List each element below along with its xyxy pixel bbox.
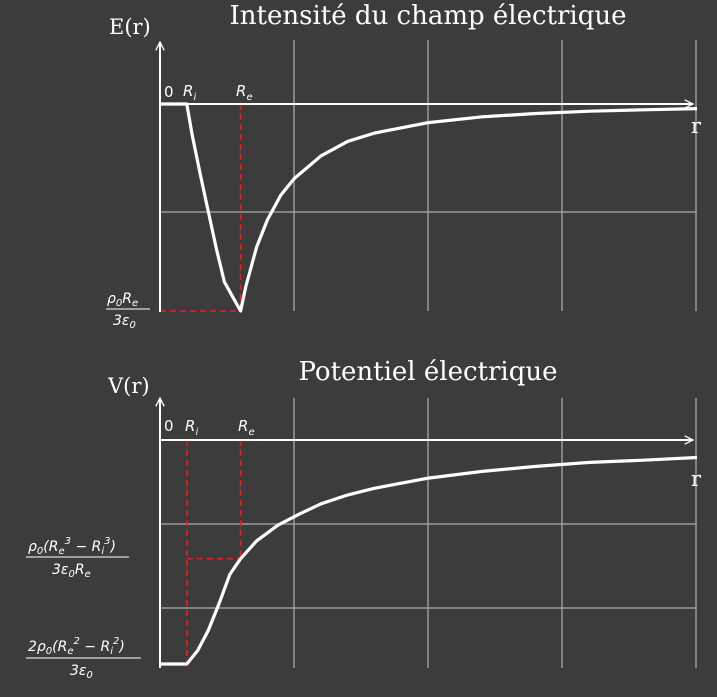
potential-guides [186,440,242,664]
field-x-tick-0: 0 [164,83,174,101]
field-x-label: r [691,114,702,138]
potential-curve [160,455,698,666]
potential-chart: Potentiel électrique V(r) r 0 Ri Re ρ0(R… [26,357,702,681]
svg-text:3ε0: 3ε0 [70,663,93,681]
potential-x-label: r [691,467,702,491]
potential-y-tick-min: 2ρ0(Re2 − Ri2) 3ε0 [26,636,141,681]
potential-title: Potentiel électrique [298,357,557,387]
field-guides [160,104,242,312]
field-x-tick-re: Re [236,82,253,103]
field-y-label: E(r) [109,15,151,39]
field-grid [160,40,697,311]
potential-grid [160,398,697,668]
potential-x-tick-ri: Ri [185,417,198,438]
field-title: Intensité du champ électrique [230,1,627,31]
svg-text:2ρ0(Re2 − Ri2): 2ρ0(Re2 − Ri2) [28,636,125,657]
field-y-tick-min: ρ0Re 3ε0 [106,291,150,331]
svg-text:3ε0Re: 3ε0Re [52,562,91,580]
field-chart: Intensité du champ électrique E(r) r 0 R… [106,1,702,331]
svg-text:ρ0Re: ρ0Re [107,291,138,309]
potential-x-tick-re: Re [238,417,255,438]
svg-text:ρ0(Re3 − Ri3): ρ0(Re3 − Ri3) [28,536,116,557]
potential-y-tick-mid: ρ0(Re3 − Ri3) 3ε0Re [26,536,129,580]
field-curve [160,102,698,313]
potential-y-label: V(r) [107,374,150,398]
potential-x-tick-0: 0 [164,417,174,435]
svg-text:3ε0: 3ε0 [113,313,136,331]
field-x-tick-ri: Ri [183,82,196,103]
